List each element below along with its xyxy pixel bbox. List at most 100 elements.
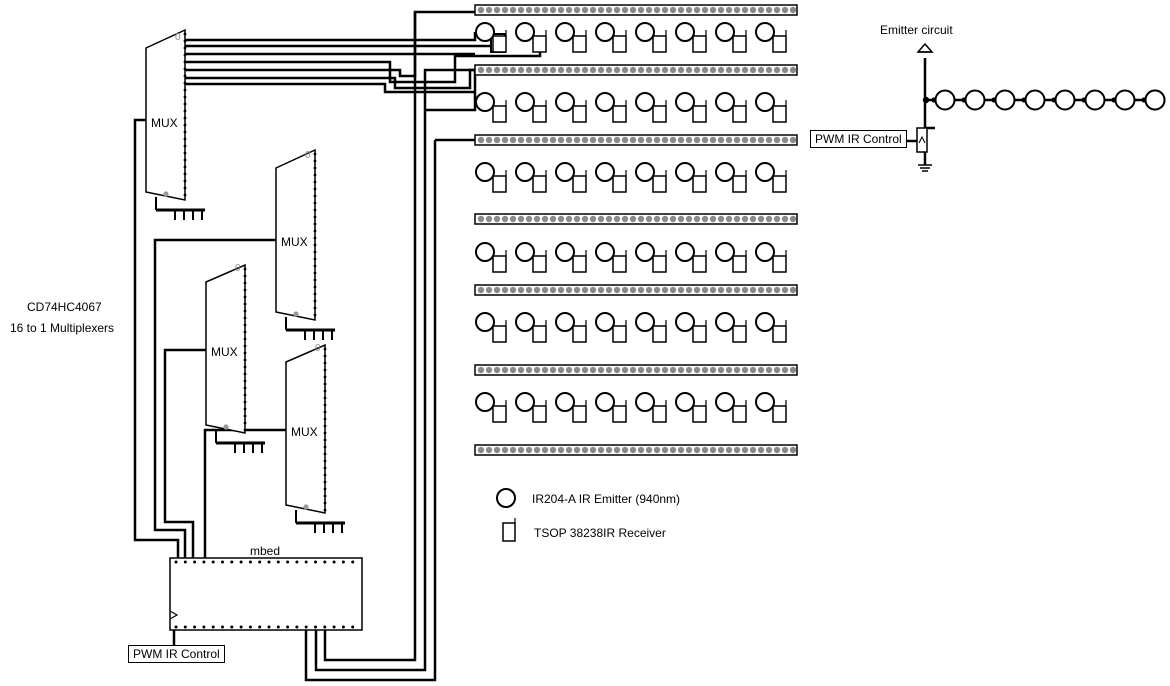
header-pin xyxy=(533,446,541,454)
mux-4-label: MUX xyxy=(291,425,318,439)
header-pin xyxy=(701,446,709,454)
mux-pin xyxy=(243,379,247,383)
ir-emitter xyxy=(555,312,575,332)
header-pin xyxy=(557,446,565,454)
mbed-pin-bottom xyxy=(183,625,187,629)
header-pin xyxy=(765,66,773,74)
header-pin xyxy=(685,6,693,14)
ir-emitter xyxy=(515,312,535,332)
wire-mux1-sig xyxy=(133,118,180,558)
ir-receiver xyxy=(732,105,747,123)
sensor-cell xyxy=(635,312,667,343)
header-pin xyxy=(589,286,597,294)
header-pin xyxy=(517,136,525,144)
mux-pin xyxy=(313,229,317,233)
mbed-pin-top xyxy=(332,560,336,564)
mux-pin xyxy=(313,271,317,275)
header-pin xyxy=(533,6,541,14)
header-strip-1 xyxy=(474,4,798,16)
sensor-cell xyxy=(475,92,507,123)
header-pin xyxy=(629,136,637,144)
chain-node xyxy=(1021,97,1027,103)
header-pin xyxy=(509,66,517,74)
header-pin xyxy=(509,215,517,223)
mux-part-number: CD74HC4067 xyxy=(27,300,102,314)
ir-emitter xyxy=(515,22,535,42)
chain-emitter xyxy=(1084,89,1106,111)
chain-emitter xyxy=(994,89,1016,111)
header-pin xyxy=(733,366,741,374)
mux-pin xyxy=(313,243,317,247)
header-pin xyxy=(573,215,581,223)
header-pin xyxy=(477,286,485,294)
ir-emitter xyxy=(475,392,495,412)
ir-emitter xyxy=(475,242,495,262)
mux-pin xyxy=(323,473,327,477)
mbed-pin-top xyxy=(351,560,355,564)
mux-pin xyxy=(323,396,327,400)
ir-emitter xyxy=(595,242,615,262)
header-pin xyxy=(501,446,509,454)
ir-emitter xyxy=(675,22,695,42)
header-pin xyxy=(677,136,685,144)
mux-pin xyxy=(313,187,317,191)
mbed-pin-top xyxy=(276,560,280,564)
header-pin xyxy=(693,136,701,144)
mbed-pin-bottom xyxy=(174,625,178,629)
header-pin xyxy=(549,6,557,14)
header-pin xyxy=(613,66,621,74)
header-pin xyxy=(653,446,661,454)
header-pin xyxy=(709,66,717,74)
mbed-pin-bottom xyxy=(193,625,197,629)
mux-3-label: MUX xyxy=(211,345,238,359)
mbed-pin-bottom xyxy=(341,625,345,629)
header-pin xyxy=(605,66,613,74)
mux-pin xyxy=(183,32,187,36)
mux-pin xyxy=(323,494,327,498)
ir-receiver xyxy=(492,405,507,423)
emitter-circuit xyxy=(916,42,1166,172)
header-pin xyxy=(549,446,557,454)
header-pin xyxy=(677,366,685,374)
mux-pin xyxy=(183,137,187,141)
mux-pin xyxy=(323,501,327,505)
header-pin xyxy=(517,286,525,294)
sensor-grid xyxy=(475,22,787,423)
header-pin xyxy=(685,446,693,454)
header-pin xyxy=(733,66,741,74)
header-pin xyxy=(565,136,573,144)
header-pin xyxy=(645,66,653,74)
header-pin xyxy=(709,286,717,294)
header-pin xyxy=(733,286,741,294)
header-pin xyxy=(685,136,693,144)
wire-mux1-g xyxy=(185,82,475,94)
ir-emitter xyxy=(595,312,615,332)
mux-pin xyxy=(243,309,247,313)
mux-pin xyxy=(243,267,247,271)
wire-mux1-f xyxy=(185,68,475,90)
mux-pin xyxy=(183,144,187,148)
mux-pin xyxy=(183,165,187,169)
header-pin xyxy=(541,6,549,14)
header-pin xyxy=(565,286,573,294)
header-pin xyxy=(709,366,717,374)
mux-pin xyxy=(323,354,327,358)
mbed-pin-bottom xyxy=(221,625,224,629)
sensor-cell xyxy=(675,312,707,343)
header-pin xyxy=(749,446,757,454)
header-pin xyxy=(789,286,797,294)
ir-receiver xyxy=(772,405,787,423)
mux-pin xyxy=(243,414,247,418)
header-pin xyxy=(781,286,789,294)
ir-receiver xyxy=(732,35,747,53)
sensor-cell xyxy=(475,242,507,273)
header-pin xyxy=(677,286,685,294)
header-pin xyxy=(533,136,541,144)
mbed-pin-top xyxy=(304,560,308,564)
header-pin xyxy=(541,215,549,223)
header-pin xyxy=(701,286,709,294)
ir-emitter xyxy=(515,162,535,182)
header-pin xyxy=(789,215,797,223)
mux-pin xyxy=(323,347,327,351)
